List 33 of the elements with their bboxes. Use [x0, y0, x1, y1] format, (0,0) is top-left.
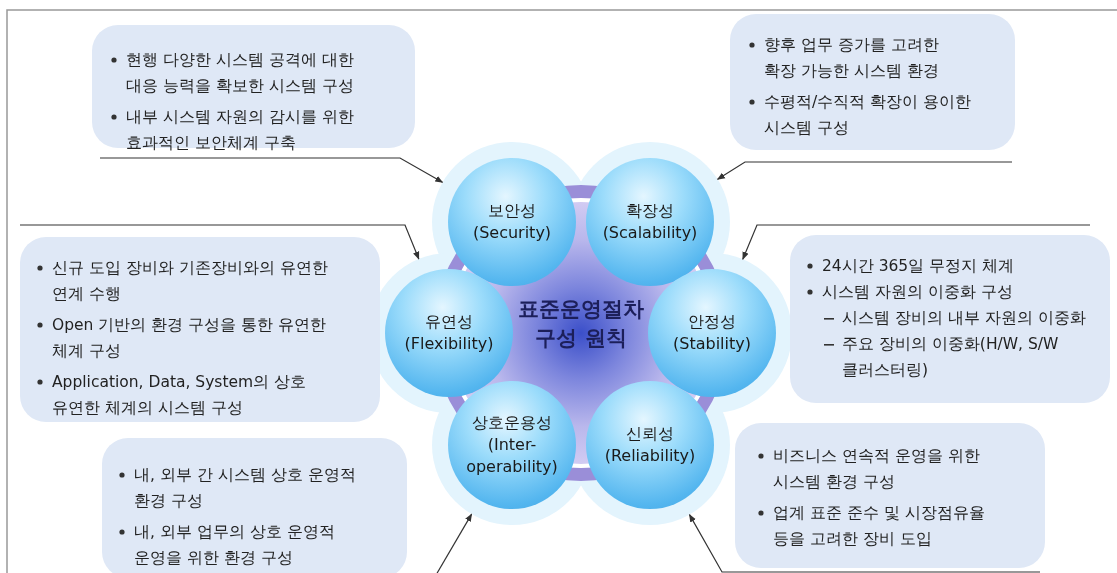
bullet-text: 현행 다양한 시스템 공격에 대한 대응 능력을 확보한 시스템 구성	[126, 50, 355, 97]
callout-box	[790, 235, 1110, 403]
sub-item-text: 주요 장비의 이중화(H/W, S/W 클러스터링)	[842, 334, 1060, 381]
leader-arrow	[19, 224, 420, 260]
bullet-text: Application, Data, System의 상호 유연한 체계의 시스템 구성	[52, 372, 308, 419]
bullet-text: Open 기반의 환경 구성을 통한 유연한 체계 구성	[52, 315, 328, 362]
bullet-text: 내부 시스템 자원의 감시를 위한 효과적인 보안체계 구축	[126, 107, 355, 154]
leader-arrow	[716, 161, 1013, 180]
leader-arrow	[688, 513, 1041, 573]
circle-label: 상호운용성 (Inter-operability)	[465, 412, 559, 478]
leader-arrow	[99, 157, 444, 183]
circle-label: 안정성 (Stability)	[672, 311, 752, 355]
circle-label: 확장성 (Scalability)	[601, 200, 699, 244]
callout-box	[102, 438, 407, 573]
circle-label: 보안성 (Security)	[471, 200, 553, 244]
sub-item-text: 시스템 장비의 내부 자원의 이중화	[842, 308, 1087, 329]
bullet-text: 시스템 자원의 이중화 구성	[822, 282, 1014, 303]
bullet-text: 향후 업무 증가를 고려한 확장 가능한 시스템 환경	[764, 35, 940, 82]
bullet-text: 수평적/수직적 확장이 용이한 시스템 구성	[764, 92, 973, 139]
circle-label: 유연성 (Flexibility)	[403, 311, 495, 355]
bullet-text: 내, 외부 간 시스템 상호 운영적 환경 구성	[134, 465, 357, 512]
bullet-text: 비즈니스 연속적 운영을 위한 시스템 환경 구성	[773, 446, 981, 493]
circle-label: 신뢰성 (Reliability)	[603, 423, 697, 467]
leader-arrow	[742, 224, 1091, 260]
leader-arrow	[435, 513, 473, 573]
bullet-text: 24시간 365일 무정지 체계	[822, 256, 1016, 277]
bullet-text: 내, 외부 업무의 상호 운영적 운영을 위한 환경 구성	[134, 522, 336, 569]
bullet-text: 업계 표준 준수 및 시장점유율 등을 고려한 장비 도입	[773, 503, 985, 550]
callout-box	[735, 423, 1045, 568]
callout-box	[730, 14, 1015, 150]
center-title: 표준운영절차 구성 원칙	[515, 295, 647, 353]
callout-box	[20, 237, 380, 422]
bullet-text: 신규 도입 장비와 기존장비와의 유연한 연계 수행	[52, 258, 329, 305]
